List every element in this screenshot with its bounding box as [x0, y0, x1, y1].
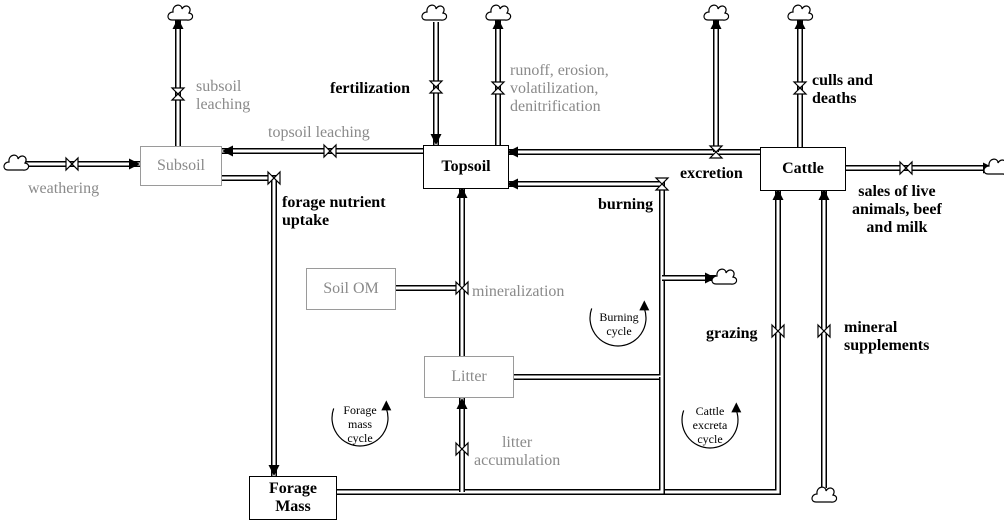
- flow-valves: [65, 80, 913, 457]
- weathering-arrowhead-icon: [129, 158, 140, 170]
- mineral-supplements-arrowhead-icon: [818, 189, 830, 200]
- forage-nutrient-uptake-valve-icon: [267, 170, 281, 186]
- fertilization-source-cloud-icon: [421, 4, 448, 21]
- subsoil-leaching-sink-cloud-icon: [167, 4, 194, 21]
- topsoil-leaching-arrowhead-icon: [222, 145, 233, 157]
- flow-subsoil-leaching-label: subsoil leaching: [196, 78, 251, 113]
- grazing-pipe-inner: [335, 189, 780, 494]
- runoff-arrowhead-icon: [492, 18, 504, 29]
- topsoil-leaching-valve-icon: [323, 143, 337, 159]
- loop-burning-cycle-label: Burning cycle: [599, 310, 639, 338]
- flow-sales-label: sales of live animals, beef and milk: [852, 183, 942, 236]
- forage-nutrient-uptake-pipe-inner: [222, 176, 276, 476]
- stock-cattle: Cattle: [760, 147, 846, 191]
- forage-to-burn-pipe-inner: [512, 377, 664, 494]
- loop-arrows: [331, 300, 742, 449]
- grazing-valve-icon: [771, 323, 785, 339]
- fertilization-arrowhead-icon: [430, 134, 442, 145]
- subsoil-leaching-valve-icon: [170, 87, 186, 101]
- flow-fertilization-label: fertilization: [330, 80, 410, 97]
- burning-valve-icon: [654, 177, 670, 191]
- runoff-sink-cloud-icon: [485, 4, 512, 21]
- flow-mineralization-label: mineralization: [472, 283, 565, 300]
- cattle-excreta-cycle-loop-arrow-icon: [681, 410, 739, 449]
- flow-arrowheads: [129, 18, 994, 476]
- excretion-valve-icon: [708, 145, 724, 159]
- runoff-valve-icon: [490, 81, 506, 95]
- burning-cycle-loop-arrow-icon: [589, 308, 647, 347]
- excretion-sink-cloud-icon: [703, 4, 730, 21]
- sales-sink-cloud-icon: [983, 158, 1004, 175]
- mineral-supplements-valve-icon: [817, 323, 831, 339]
- forage-mass-cycle-loop-arrow-icon: [331, 408, 389, 447]
- excretion-gas-arrowhead-icon: [710, 18, 722, 29]
- stock-forage-mass: Forage Mass: [249, 476, 337, 520]
- culls-sink-cloud-icon: [787, 4, 814, 21]
- loop-cattle-excreta-cycle-label: Cattle excreta cycle: [692, 404, 728, 446]
- sales-valve-icon: [899, 160, 913, 176]
- stock-soil-om: Soil OM: [306, 268, 396, 310]
- culls-deaths-arrowhead-icon: [794, 18, 806, 29]
- flow-grazing-label: grazing: [706, 325, 758, 342]
- stock-topsoil: Topsoil: [423, 145, 509, 189]
- flow-burning-label: burning: [598, 196, 654, 213]
- loop-forage-mass-cycle-label: Forage mass cycle: [343, 403, 377, 445]
- burning-sink-cloud-icon: [711, 268, 738, 285]
- flow-mineral-supplements-label: mineral supplements: [844, 319, 930, 354]
- culls-deaths-valve-icon: [792, 81, 808, 95]
- flow-topsoil-leaching-label: topsoil leaching: [268, 124, 370, 141]
- litter-accumulation-valve-icon: [455, 441, 469, 457]
- weathering-valve-icon: [65, 156, 79, 172]
- flow-excretion-label: excretion: [680, 165, 743, 182]
- flow-forage-nutrient-uptake-label: forage nutrient uptake: [282, 194, 386, 229]
- grazing-arrowhead-icon: [772, 189, 784, 200]
- stock-subsoil: Subsoil: [140, 146, 222, 186]
- flow-weathering-label: weathering: [28, 180, 100, 197]
- flow-culls-deaths-label: culls and deaths: [812, 72, 873, 107]
- subsoil-leaching-arrowhead-icon: [172, 18, 184, 29]
- stock-litter: Litter: [424, 356, 514, 398]
- supplements-source-cloud-icon: [811, 486, 838, 503]
- flow-runoff-label: runoff, erosion, volatilization, denitri…: [510, 62, 609, 115]
- forage-nutrient-uptake-pipe-outer: [222, 175, 277, 476]
- mineralization-valve-icon: [455, 280, 469, 296]
- source-sink-clouds: [3, 4, 1004, 503]
- litter-to-topsoil-arrowhead-icon: [456, 187, 468, 198]
- litter-accumulation-arrowhead-icon: [456, 398, 468, 409]
- excretion-arrowhead-icon: [507, 146, 518, 158]
- burning-arrowhead-icon: [507, 178, 518, 190]
- burning-cycle-loop-arrowhead-icon: [639, 300, 650, 311]
- weathering-source-cloud-icon: [3, 154, 30, 171]
- forage-nutrient-uptake-arrowhead-icon: [268, 465, 280, 476]
- cattle-excreta-cycle-loop-arrowhead-icon: [731, 402, 742, 413]
- fertilization-valve-icon: [428, 80, 444, 94]
- burning-release-arrowhead-icon: [705, 272, 716, 284]
- forage-mass-cycle-loop-arrowhead-icon: [381, 400, 392, 411]
- flow-litter-accumulation-label: litter accumulation: [474, 434, 561, 469]
